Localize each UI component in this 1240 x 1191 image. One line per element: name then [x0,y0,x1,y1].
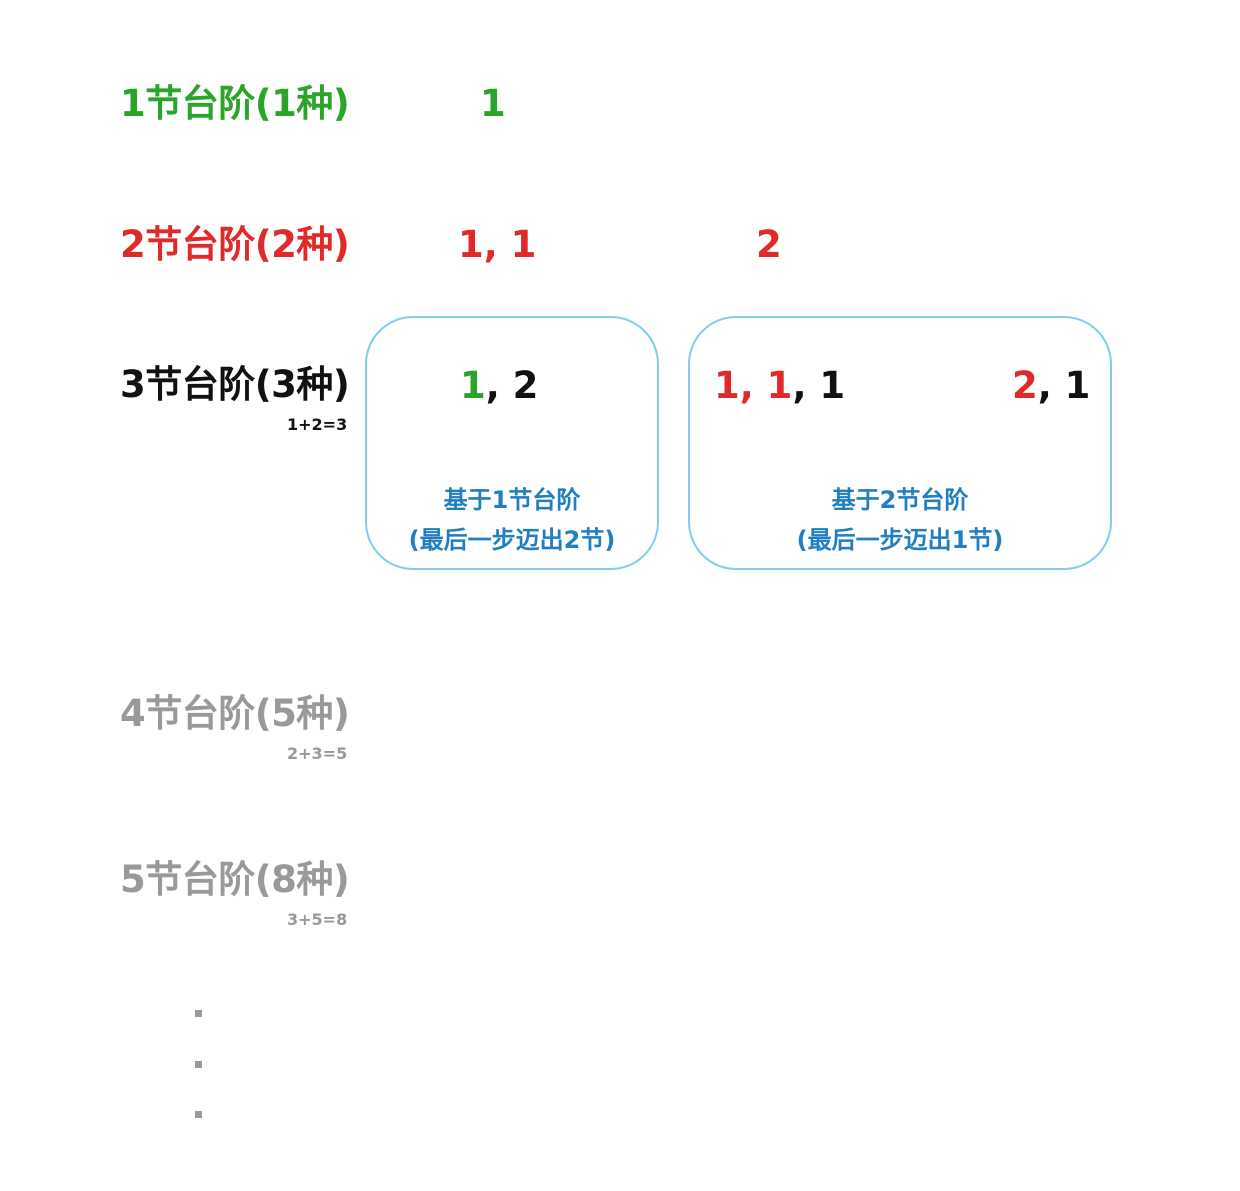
formula-3: 1+2=3 [287,415,348,434]
seq-part-black-1: , 1 [792,364,846,407]
group-box-based-on-1: 1, 2 基于1节台阶 (最后一步迈出2节) [365,316,659,570]
sequence-1-1: 1, 1 [458,223,537,266]
sequence-2-1: 2, 1 [1012,364,1090,408]
sequence-2: 2 [756,223,782,266]
box1-caption-line2: (最后一步迈出2节) [408,526,616,554]
seq-part-black-1b: , 1 [1037,364,1091,407]
sequence-1-step: 1 [480,82,506,125]
group-box-based-on-2: 1, 1, 1 2, 1 基于2节台阶 (最后一步迈出1节) [688,316,1112,570]
seq-part-red-1-1: 1, 1 [714,364,793,407]
box1-caption-line1: 基于1节台阶 [443,486,581,514]
formula-5: 3+5=8 [287,910,348,929]
row-label-4: 4节台阶(5种) [120,692,350,735]
sequence-1-2: 1, 2 [460,364,538,408]
seq-part-green-1: 1 [460,364,486,407]
row-label-3: 3节台阶(3种) [120,363,350,406]
ellipsis-dot-1 [195,1010,202,1017]
seq-part-red-2: 2 [1012,364,1038,407]
box2-caption-line1: 基于2节台阶 [831,486,969,514]
row-label-5: 5节台阶(8种) [120,858,350,901]
row-label-2: 2节台阶(2种) [120,223,350,266]
seq-part-black-2: , 2 [485,364,539,407]
box2-caption-line2: (最后一步迈出1节) [796,526,1004,554]
formula-4: 2+3=5 [287,744,348,763]
row-label-1: 1节台阶(1种) [120,82,350,125]
ellipsis-dot-3 [195,1111,202,1118]
ellipsis-dot-2 [195,1061,202,1068]
sequence-1-1-1: 1, 1, 1 [714,364,845,408]
